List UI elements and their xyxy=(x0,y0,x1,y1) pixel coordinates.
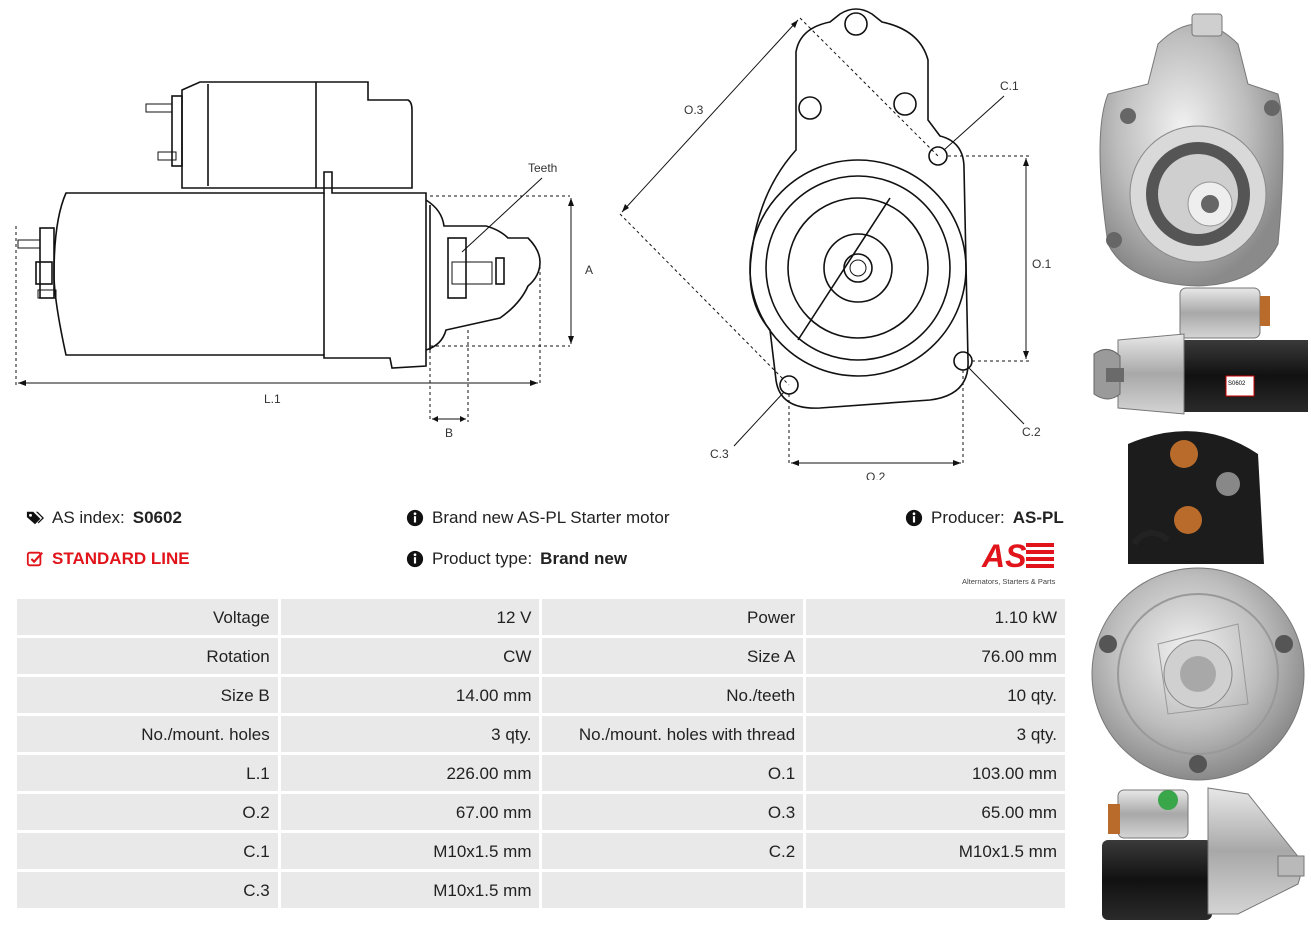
photo-angled-view xyxy=(1102,787,1305,920)
spec-key: C.2 xyxy=(542,833,804,869)
side-view-drawing: Teeth A L.1 B xyxy=(15,81,593,440)
product-type-value: Brand new xyxy=(540,549,628,568)
spec-value: CW xyxy=(280,638,540,674)
as-index-value: S0602 xyxy=(132,508,182,527)
spec-key: Rotation xyxy=(17,638,278,674)
product-type: Product type: Brand new xyxy=(406,549,627,569)
product-photos: S0602 xyxy=(1091,13,1308,920)
spec-key: Voltage xyxy=(17,599,278,635)
tags-icon xyxy=(26,511,44,525)
info-icon xyxy=(406,509,424,527)
spec-key: C.3 xyxy=(17,872,278,908)
checkbox-icon xyxy=(26,551,44,567)
description-text: Brand new AS-PL Starter motor xyxy=(432,508,670,527)
spec-key: No./mount. holes with thread xyxy=(542,716,804,752)
photo-label: S0602 xyxy=(1228,381,1246,387)
spec-value: 1.10 kW xyxy=(806,599,1065,635)
front-view-drawing: O.3 C.1 O.1 C.2 C.3 O.2 xyxy=(619,8,1052,480)
spec-key: No./teeth xyxy=(542,677,804,713)
l1-label: L.1 xyxy=(264,392,281,406)
spec-key xyxy=(542,872,804,908)
spec-value: 67.00 mm xyxy=(280,794,540,830)
spec-key: No./mount. holes xyxy=(17,716,278,752)
product-type-label: Product type: xyxy=(432,549,533,568)
producer-value: AS-PL xyxy=(1012,508,1064,527)
spec-key: L.1 xyxy=(17,755,278,791)
logo-subtitle: Alternators, Starters & Parts xyxy=(962,577,1056,586)
o3-label: O.3 xyxy=(684,103,704,117)
producer: Producer: AS-PL xyxy=(905,508,1064,528)
spec-value: M10x1.5 mm xyxy=(280,872,540,908)
spec-value: 14.00 mm xyxy=(280,677,540,713)
spec-key: O.2 xyxy=(17,794,278,830)
spec-value: 3 qty. xyxy=(280,716,540,752)
photo-side-view: S0602 xyxy=(1093,287,1308,415)
info-icon xyxy=(406,550,424,568)
as-pl-logo: AS Alternators, Starters & Parts xyxy=(962,538,1070,586)
standard-line-label: STANDARD LINE xyxy=(52,549,190,568)
spec-value: M10x1.5 mm xyxy=(280,833,540,869)
spec-key: O.3 xyxy=(542,794,804,830)
description: Brand new AS-PL Starter motor xyxy=(406,508,669,528)
spec-key: Size B xyxy=(17,677,278,713)
c1-label: C.1 xyxy=(1000,79,1019,93)
spec-key: Power xyxy=(542,599,804,635)
spec-value: 226.00 mm xyxy=(280,755,540,791)
b-label: B xyxy=(445,426,453,440)
spec-value xyxy=(806,872,1065,908)
spec-value: M10x1.5 mm xyxy=(806,833,1065,869)
spec-key: Size A xyxy=(542,638,804,674)
producer-label: Producer: xyxy=(931,508,1005,527)
spec-value: 103.00 mm xyxy=(806,755,1065,791)
c2-label: C.2 xyxy=(1022,425,1041,439)
spec-value: 10 qty. xyxy=(806,677,1065,713)
spec-value: 12 V xyxy=(280,599,540,635)
o1-label: O.1 xyxy=(1032,257,1052,271)
logo-text: AS xyxy=(981,539,1027,571)
spec-value: 3 qty. xyxy=(806,716,1065,752)
teeth-label: Teeth xyxy=(528,161,557,175)
c3-label: C.3 xyxy=(710,447,729,461)
spec-key: C.1 xyxy=(17,833,278,869)
as-logo-mark: AS xyxy=(981,538,1054,574)
spec-value: 76.00 mm xyxy=(806,638,1065,674)
info-icon xyxy=(905,509,923,527)
as-index: AS index: S0602 xyxy=(26,508,182,528)
spec-value: 65.00 mm xyxy=(806,794,1065,830)
photo-rear-view xyxy=(1091,431,1305,781)
a-label: A xyxy=(585,263,593,277)
standard-line: STANDARD LINE xyxy=(26,549,190,569)
technical-drawing: Teeth A L.1 B xyxy=(15,8,1052,480)
photo-front-flange xyxy=(1099,13,1284,287)
as-index-label: AS index: xyxy=(52,508,125,527)
spec-key: O.1 xyxy=(542,755,804,791)
o2-label: O.2 xyxy=(866,470,886,480)
